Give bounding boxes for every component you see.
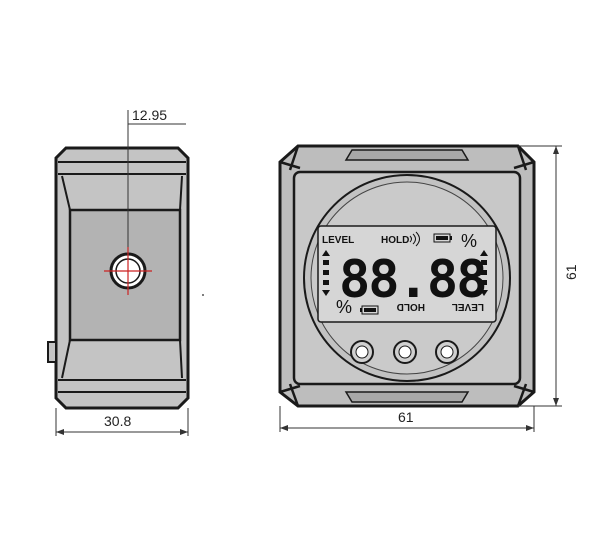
crosshair-icon	[104, 247, 152, 295]
front-view: LEVEL HOLD % 88.88 LEVEL	[278, 144, 536, 408]
lcd-screen	[317, 225, 497, 323]
front-button-left[interactable]	[350, 340, 374, 364]
dimension-front-height-label: 61	[563, 264, 579, 280]
lcd-hold-label-mirrored: HOLD	[397, 301, 425, 312]
lcd-hold-label: HOLD	[381, 235, 409, 246]
lcd-level-label: LEVEL	[322, 235, 354, 246]
front-corner-bevels	[279, 145, 535, 407]
dimension-front-height: 61	[518, 145, 579, 407]
dimension-front-width-label: 61	[398, 409, 414, 425]
lcd-percent-symbol-mirrored: %	[336, 296, 352, 316]
dimension-side-width-label: 30.8	[104, 413, 131, 429]
lcd-percent-symbol: %	[461, 231, 477, 251]
side-view-panel-bevels	[61, 175, 183, 379]
battery-icon	[433, 233, 452, 243]
dimension-side-depth: 12.95	[127, 107, 186, 247]
lcd-bottom-labels: LEVEL HOLD %	[336, 296, 484, 316]
battery-icon	[360, 305, 379, 315]
dimension-front-width: 61	[279, 406, 535, 432]
lcd-right-indicators	[480, 250, 488, 296]
side-view-top-ridges	[58, 161, 186, 175]
lcd-level-label-mirrored: LEVEL	[452, 301, 484, 312]
sound-icon	[409, 231, 420, 247]
dimension-side-width: 30.8	[55, 408, 189, 436]
front-button-right[interactable]	[435, 340, 459, 364]
front-button-middle[interactable]	[393, 340, 417, 364]
front-top-bar	[344, 149, 470, 161]
front-bottom-bar	[344, 391, 470, 403]
dimension-side-depth-label: 12.95	[132, 107, 167, 123]
side-view-tab	[47, 341, 57, 363]
side-view	[47, 146, 190, 410]
side-view-bottom-ridges	[58, 379, 186, 393]
lcd-digits: 88.88	[339, 250, 486, 310]
lcd-left-indicators	[322, 250, 330, 296]
stray-dot	[202, 294, 204, 296]
